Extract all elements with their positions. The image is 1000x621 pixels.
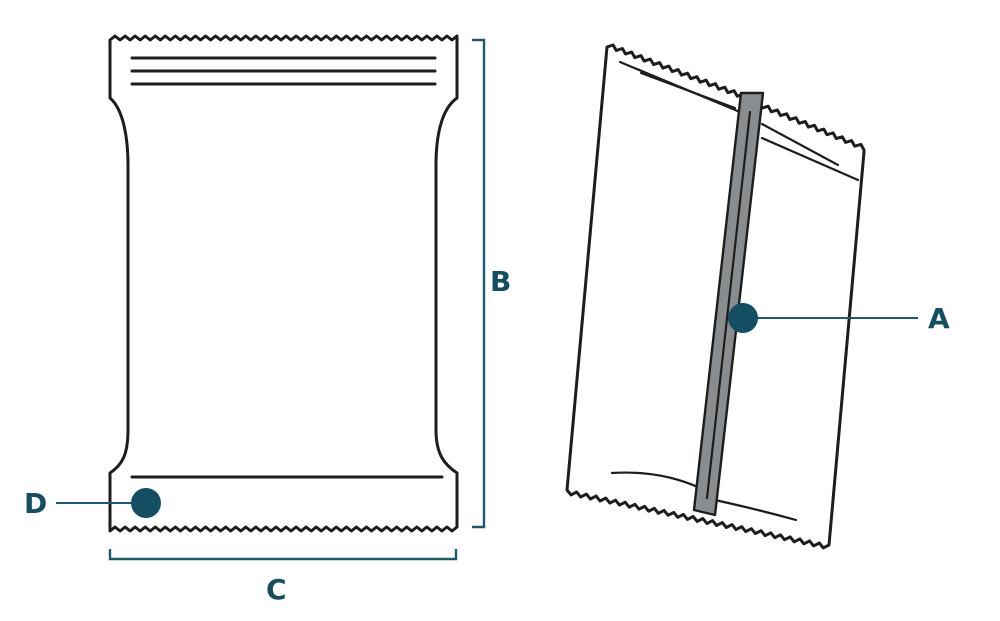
back-bottom-curve-left bbox=[610, 471, 702, 490]
height-dimension: B bbox=[472, 38, 511, 529]
back-pouch-outline bbox=[565, 43, 866, 550]
front-pouch-outline bbox=[108, 34, 459, 533]
label-d: D bbox=[24, 487, 47, 520]
height-bracket bbox=[472, 38, 486, 529]
width-dimension: C bbox=[108, 549, 458, 606]
label-c: C bbox=[266, 573, 287, 606]
marker-d: D bbox=[24, 487, 161, 520]
back-bottom-curve-right bbox=[713, 498, 798, 522]
marker-a: A bbox=[728, 302, 950, 335]
dot-d bbox=[131, 488, 161, 518]
dot-a bbox=[728, 303, 758, 333]
label-a: A bbox=[928, 302, 950, 335]
back-top-line-right-1 bbox=[760, 122, 840, 167]
label-b: B bbox=[490, 265, 511, 298]
back-pouch bbox=[565, 43, 866, 550]
front-pouch bbox=[108, 34, 459, 533]
fin-seal-inner-line bbox=[705, 110, 752, 500]
back-top-line-left-2 bbox=[618, 60, 742, 114]
width-bracket bbox=[108, 549, 458, 561]
back-top-line-right-2 bbox=[760, 136, 860, 182]
